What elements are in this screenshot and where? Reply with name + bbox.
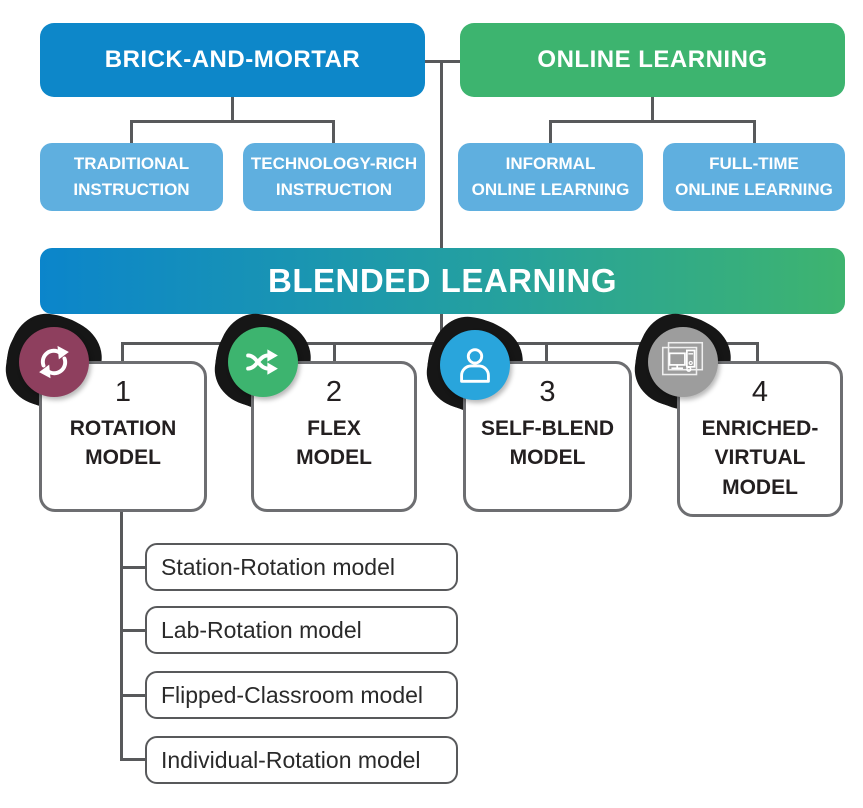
informal-online-learning-box: INFORMAL ONLINE LEARNING	[458, 143, 643, 211]
individual-rotation-pill: Individual-Rotation model	[145, 736, 458, 784]
connector-line	[549, 120, 756, 123]
model-number: 2	[325, 376, 343, 408]
connector-line	[651, 97, 654, 123]
brick-and-mortar-box: BRICK-AND-MORTAR	[40, 23, 425, 97]
enriched-virtual-model-card: 4 ENRICHED- VIRTUAL MODEL	[677, 361, 843, 517]
connector-line	[120, 512, 123, 760]
model-number: 3	[539, 376, 556, 408]
connector-line	[120, 758, 146, 761]
model-name: ROTATION MODEL	[69, 417, 177, 470]
station-rotation-label: Station-Rotation model	[161, 553, 395, 580]
model-number: 1	[114, 376, 132, 408]
model-name: ENRICHED- VIRTUAL MODEL	[701, 417, 819, 499]
flipped-classroom-label: Flipped-Classroom model	[161, 681, 424, 708]
blended-learning-label: BLENDED LEARNING	[267, 262, 617, 299]
brick-and-mortar-label: BRICK-AND-MORTAR	[104, 46, 361, 73]
person-icon	[460, 348, 490, 383]
connector-line	[120, 566, 146, 569]
connector-line	[756, 342, 759, 362]
rotation-model-card: 1 ROTATION MODEL	[39, 361, 207, 512]
blended-learning-banner: BLENDED LEARNING	[40, 248, 845, 314]
rotation-badge	[19, 327, 89, 397]
lab-rotation-label: Lab-Rotation model	[161, 616, 362, 643]
connector-line	[120, 694, 146, 697]
technology-rich-instruction-label: TECHNOLOGY-RICH INSTRUCTION	[250, 153, 418, 199]
model-name: SELF-BLEND MODEL	[481, 417, 614, 470]
connector-line	[332, 120, 335, 143]
shuffle-icon	[246, 349, 278, 375]
connector-line	[333, 342, 336, 362]
sync-icon	[39, 345, 69, 379]
model-name: FLEX MODEL	[296, 417, 372, 470]
self-blend-badge	[440, 330, 510, 400]
station-rotation-pill: Station-Rotation model	[145, 543, 458, 591]
connector-line	[120, 629, 146, 632]
connector-line	[545, 342, 548, 362]
traditional-instruction-label: TRADITIONAL INSTRUCTION	[73, 153, 190, 199]
connector-line	[440, 60, 443, 250]
informal-online-learning-label: INFORMAL ONLINE LEARNING	[471, 153, 630, 199]
connector-line	[753, 120, 756, 143]
enriched-virtual-badge	[648, 327, 718, 397]
full-time-online-learning-label: FULL-TIME ONLINE LEARNING	[675, 153, 833, 199]
computer-icon	[661, 341, 704, 376]
lab-rotation-pill: Lab-Rotation model	[145, 606, 458, 654]
connector-line	[130, 120, 133, 143]
flipped-classroom-pill: Flipped-Classroom model	[145, 671, 458, 719]
full-time-online-learning-box: FULL-TIME ONLINE LEARNING	[663, 143, 845, 211]
flex-badge	[228, 327, 298, 397]
individual-rotation-label: Individual-Rotation model	[161, 746, 421, 773]
online-learning-label: ONLINE LEARNING	[537, 46, 768, 73]
connector-line	[130, 120, 335, 123]
online-learning-box: ONLINE LEARNING	[460, 23, 845, 97]
connector-line	[231, 97, 234, 123]
connector-line	[549, 120, 552, 143]
model-number: 4	[751, 376, 769, 408]
connector-line	[121, 342, 124, 362]
traditional-instruction-box: TRADITIONAL INSTRUCTION	[40, 143, 223, 211]
connector-line	[440, 314, 443, 345]
technology-rich-instruction-box: TECHNOLOGY-RICH INSTRUCTION	[243, 143, 425, 211]
